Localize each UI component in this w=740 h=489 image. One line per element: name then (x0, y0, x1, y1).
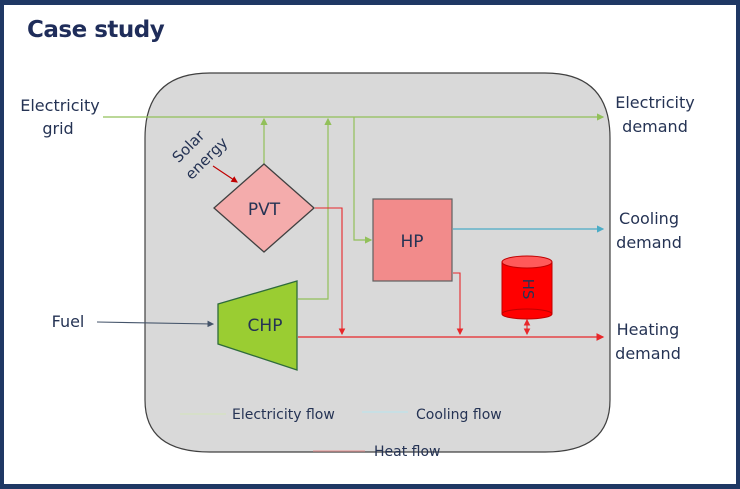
legend-electricity-label: Electricity flow (232, 407, 335, 423)
cooling-demand-label-2: demand (616, 233, 682, 252)
chp-electricity-line (298, 117, 332, 300)
fuel-label: Fuel (52, 312, 85, 331)
solar-input-line (212, 165, 238, 183)
pvt-unit[interactable] (213, 163, 315, 253)
hp-unit[interactable] (372, 198, 453, 282)
electricity-grid-label-1: Electricity (20, 96, 99, 115)
fuel-input-line (96, 320, 215, 328)
hs-label: HS (519, 279, 537, 300)
electricity-demand-label-1: Electricity (615, 93, 694, 112)
pvt-label: PVT (248, 200, 281, 220)
heating-demand-label-1: Heating (617, 320, 680, 339)
electricity-grid-label-2: grid (42, 119, 73, 138)
cooling-demand-label-1: Cooling (619, 209, 679, 228)
hs-storage-tank[interactable] (501, 255, 553, 320)
page-title: Case study (27, 17, 165, 43)
hp-heat-line (453, 272, 464, 336)
hp-electricity-line (353, 117, 373, 244)
legend-heat-label: Heat flow (374, 444, 441, 460)
electricity-demand-label-2: demand (622, 117, 688, 136)
legend-cooling-label: Cooling flow (416, 407, 502, 423)
chp-label: CHP (248, 316, 283, 336)
hp-label: HP (400, 232, 423, 252)
heating-demand-label-2: demand (615, 344, 681, 363)
chp-unit[interactable] (217, 280, 298, 371)
pvt-heat-line (315, 207, 346, 336)
